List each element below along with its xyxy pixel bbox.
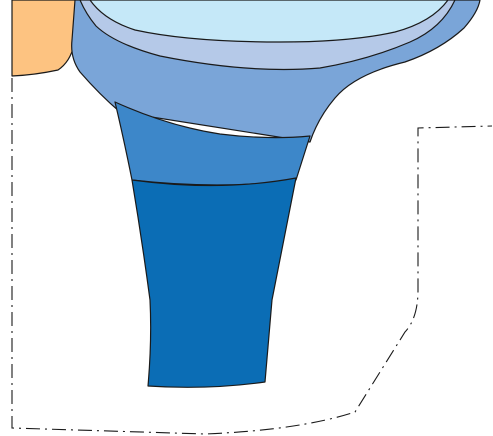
lower-stem-layer (132, 178, 296, 387)
adjacent-block (12, 0, 78, 76)
